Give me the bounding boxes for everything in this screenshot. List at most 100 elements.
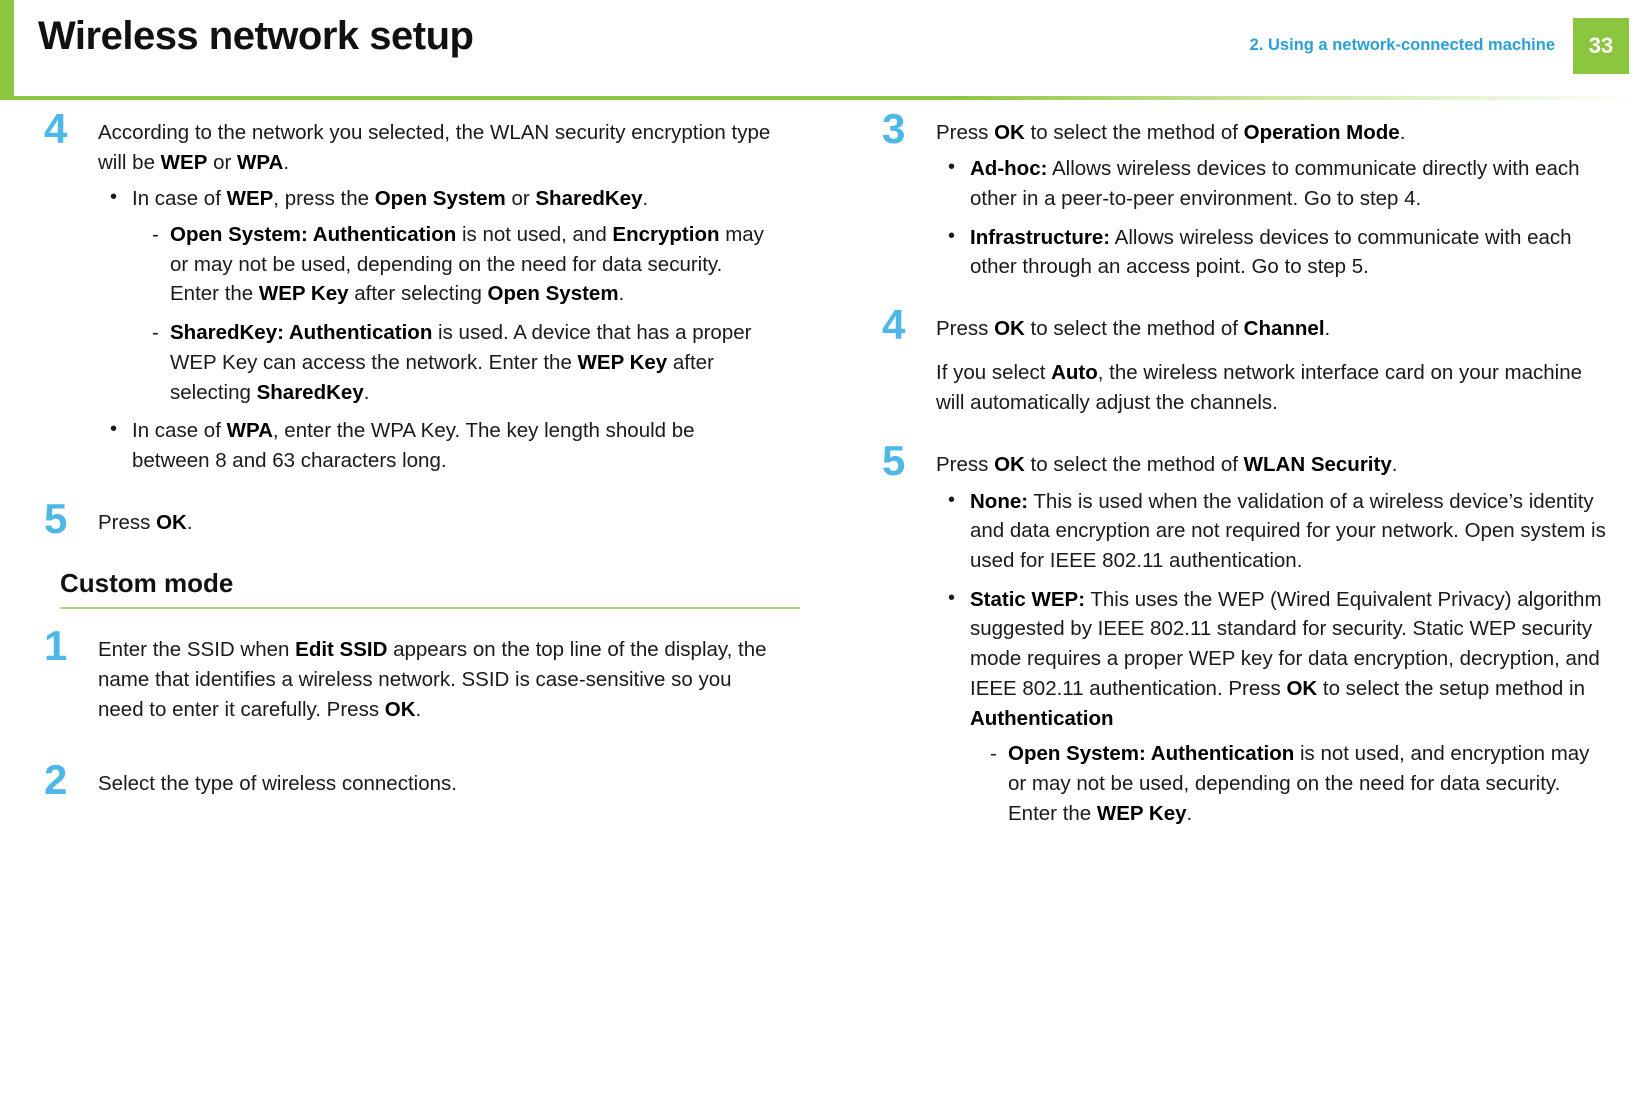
list-item: SharedKey: Authentication is used. A dev…: [140, 318, 774, 407]
text-bold-ok: OK: [384, 698, 416, 722]
text-bold-ok: OK: [994, 121, 1025, 144]
text-bold: WEP Key: [258, 282, 349, 306]
text-fragment: If you select: [936, 361, 1052, 385]
text-bold-ok: OK: [1286, 676, 1318, 700]
text-bold: None:: [970, 489, 1029, 513]
step-body: Press OK to select the method of Channel…: [936, 314, 1610, 418]
bullet-list: None: This is used when the validation o…: [936, 485, 1610, 829]
text-fragment: .: [283, 151, 290, 175]
text-fragment: .: [186, 510, 193, 534]
section-heading-custom-mode: Custom mode: [60, 567, 234, 598]
bullet-list: Ad-hoc: Allows wireless devices to commu…: [936, 153, 1610, 282]
step-body: Press OK.: [98, 508, 774, 538]
step-text: Press OK to select the method of Operati…: [936, 118, 1610, 148]
step-number: 5: [44, 494, 68, 542]
text-bold-auto: Auto: [1051, 361, 1098, 385]
text-bold: WEP Key: [577, 350, 668, 374]
text-fragment: , enter the WPA Key. The key length shou…: [132, 419, 695, 472]
text-bold: Authentication: [970, 706, 1114, 730]
step-block-custom-1: 1 Enter the SSID when Edit SSID appears …: [30, 624, 774, 725]
text-bold: WLAN Security: [1243, 453, 1392, 477]
text-bold: WPA: [226, 419, 273, 443]
header-divider-rule: [0, 96, 1641, 100]
text-bold: WEP: [226, 187, 274, 211]
section-divider-rule: [60, 606, 800, 609]
text-fragment: or: [207, 151, 237, 175]
text-fragment: .: [1391, 453, 1398, 477]
sub-list: Open System: Authentication is not used,…: [978, 739, 1610, 828]
text-fragment: is not used, and encryption may or may n…: [1008, 742, 1590, 825]
text-fragment: , press the: [273, 187, 375, 211]
step-number: 2: [44, 756, 68, 804]
step-number: 4: [882, 301, 906, 348]
list-item: In case of WEP, press the Open System or…: [98, 183, 774, 407]
step-number: 4: [44, 105, 68, 152]
text-fragment: According to the network you selected, t…: [98, 121, 771, 175]
text-fragment: .: [1324, 317, 1331, 340]
step-intro-text: According to the network you selected, t…: [98, 118, 774, 178]
step-number: 3: [882, 105, 906, 152]
text-fragment: Allows wireless devices to communicate d…: [970, 157, 1580, 210]
page-title: Wireless network setup: [38, 14, 474, 58]
page-number-badge: 33: [1573, 18, 1629, 74]
text-fragment: .: [1399, 121, 1406, 144]
step-text: Press OK to select the method of Channel…: [936, 314, 1610, 344]
list-item: Open System: Authentication is not used,…: [978, 739, 1610, 828]
text-bold: Encryption: [612, 222, 720, 246]
step-block-4: 4 According to the network you selected,…: [30, 108, 774, 476]
step-block-right-5: 5 Press OK to select the method of WLAN …: [868, 440, 1610, 828]
step-text: Enter the SSID when Edit SSID appears on…: [98, 635, 774, 725]
step-number: 5: [882, 437, 906, 485]
text-bold-ok: OK: [994, 317, 1025, 340]
text-fragment: Press: [936, 453, 995, 477]
text-fragment: appears on the top line of the display, …: [98, 637, 767, 722]
text-bold: Ad-hoc:: [970, 157, 1048, 181]
text-fragment: This is used when the validation of a wi…: [970, 489, 1606, 572]
step-block-3: 3 Press OK to select the method of Opera…: [868, 108, 1610, 282]
text-fragment: Press: [936, 121, 995, 144]
text-fragment: Press: [98, 510, 157, 534]
text-bold: WEP Key: [1096, 801, 1187, 825]
text-fragment: is used. A device that has a proper WEP …: [170, 321, 752, 374]
header-right-group: 2. Using a network-connected machine 33: [1250, 0, 1641, 74]
step-number: 1: [44, 621, 68, 669]
step-block-5: 5 Press OK.: [30, 497, 774, 539]
text-fragment: In case of: [132, 187, 227, 211]
text-fragment: to select the method of: [1024, 317, 1244, 340]
page-content: 4 According to the network you selected,…: [0, 108, 1641, 1108]
text-bold: SharedKey: [535, 187, 643, 211]
text-bold: Static WEP:: [970, 587, 1086, 611]
text-bold: Open System: [487, 282, 619, 306]
text-bold: SharedKey: [256, 380, 364, 404]
text-fragment: is not used, and: [456, 222, 613, 246]
text-bold: Open System: Authentication: [170, 222, 457, 246]
text-fragment: to select the setup method in: [1317, 676, 1585, 700]
text-fragment: .: [642, 187, 649, 211]
text-fragment: Press: [936, 317, 995, 340]
text-fragment: after selecting: [348, 282, 488, 306]
text-fragment: after selecting: [170, 350, 714, 404]
text-bold-wep: WEP: [160, 151, 208, 175]
step-text: Press OK to select the method of WLAN Se…: [936, 450, 1610, 480]
step-block-right-4: 4 Press OK to select the method of Chann…: [868, 304, 1610, 418]
text-fragment: .: [415, 698, 422, 722]
list-item: None: This is used when the validation o…: [936, 485, 1610, 576]
list-item: Ad-hoc: Allows wireless devices to commu…: [936, 153, 1610, 213]
step-body: Select the type of wireless connections.: [98, 769, 774, 799]
step-body: Press OK to select the method of WLAN Se…: [936, 450, 1610, 828]
header-green-accent-bar: [0, 0, 14, 96]
step-body: According to the network you selected, t…: [98, 118, 774, 476]
text-bold-ok: OK: [156, 510, 187, 534]
step-body: Press OK to select the method of Operati…: [936, 118, 1610, 282]
text-bold: Open System: [374, 187, 506, 211]
text-bold: SharedKey: Authentication: [170, 321, 433, 345]
text-fragment: Enter the SSID when: [98, 637, 296, 661]
left-column: 4 According to the network you selected,…: [0, 108, 820, 1108]
step-text: Press OK.: [98, 508, 774, 538]
step-body: Enter the SSID when Edit SSID appears on…: [98, 635, 774, 725]
text-bold-wpa: WPA: [237, 151, 284, 175]
chapter-label: 2. Using a network-connected machine: [1249, 36, 1555, 54]
text-bold: Operation Mode: [1243, 121, 1400, 144]
list-item: Static WEP: This uses the WEP (Wired Equ…: [936, 584, 1610, 829]
text-bold: Open System: Authentication: [1008, 742, 1295, 766]
